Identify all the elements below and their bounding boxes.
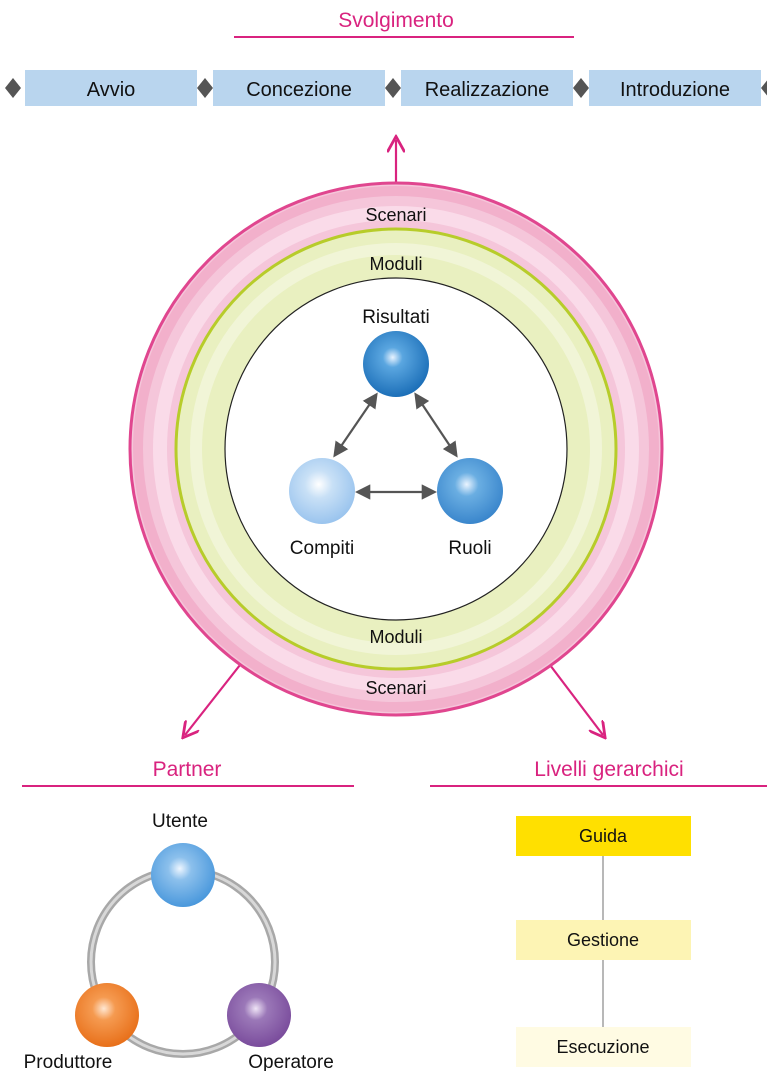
diamond-icon [197,78,213,98]
risultati-node [363,331,429,397]
level-box-guida [516,816,691,856]
svolgimento-title: Svolgimento [338,9,454,32]
phase-box-concezione [213,70,385,106]
produttore-node [75,983,139,1047]
arrow-to-partner [185,664,241,735]
utente-node [151,843,215,907]
phase-label-concezione: Concezione [246,79,352,101]
moduli-label-bottom: Moduli [369,627,422,647]
operatore-node [227,983,291,1047]
moduli-ring-shade [190,243,602,655]
level-box-esecuzione [516,1027,691,1067]
scenari-ring-edge [128,181,664,717]
phase-label-avvio: Avvio [87,79,136,101]
scenari-ring-shade [133,186,659,712]
arrow-to-livelli [549,664,603,735]
diamond-icon [573,78,589,98]
diamond-icon [761,80,767,96]
connector-risultati-compiti [333,392,378,458]
inner-core [224,277,568,621]
livelli-title: Livelli gerarchici [534,758,683,781]
phase-box-realizzazione [401,70,573,106]
compiti-node [289,458,355,524]
phase-box-avvio [25,70,197,106]
level-label-esecuzione: Esecuzione [556,1037,649,1057]
ruoli-label: Ruoli [448,538,491,559]
ruoli-node [437,458,503,524]
level-label-guida: Guida [579,826,628,846]
risultati-label: Risultati [362,307,430,328]
utente-label: Utente [152,811,208,832]
livelli-section: Livelli gerarchici Guida Gestione Esecuz… [430,758,767,1067]
scenari-label-bottom: Scenari [365,678,426,698]
partner-section: Partner Utente Produttore Operatore [22,758,354,1071]
level-label-gestione: Gestione [567,930,639,950]
phase-label-introduzione: Introduzione [620,79,730,101]
diamond-icon [385,78,401,98]
connector-risultati-ruoli [414,392,458,458]
phase-row: Avvio Concezione Realizzazione Introduzi… [5,70,767,106]
core-triangle: Risultati Compiti Ruoli [289,307,503,559]
scenari-ring-highlight [153,206,639,692]
core-circle: Scenari Moduli Moduli Scenari [128,181,664,717]
compiti-label: Compiti [290,538,354,559]
scenari-label-top: Scenari [365,205,426,225]
partner-title: Partner [153,758,222,781]
moduli-label-top: Moduli [369,254,422,274]
level-box-gestione [516,920,691,960]
produttore-label: Produttore [24,1052,113,1071]
operatore-label: Operatore [248,1052,334,1071]
phase-label-realizzazione: Realizzazione [425,79,550,101]
diamond-icon [5,78,21,98]
phase-box-introduzione [589,70,761,106]
